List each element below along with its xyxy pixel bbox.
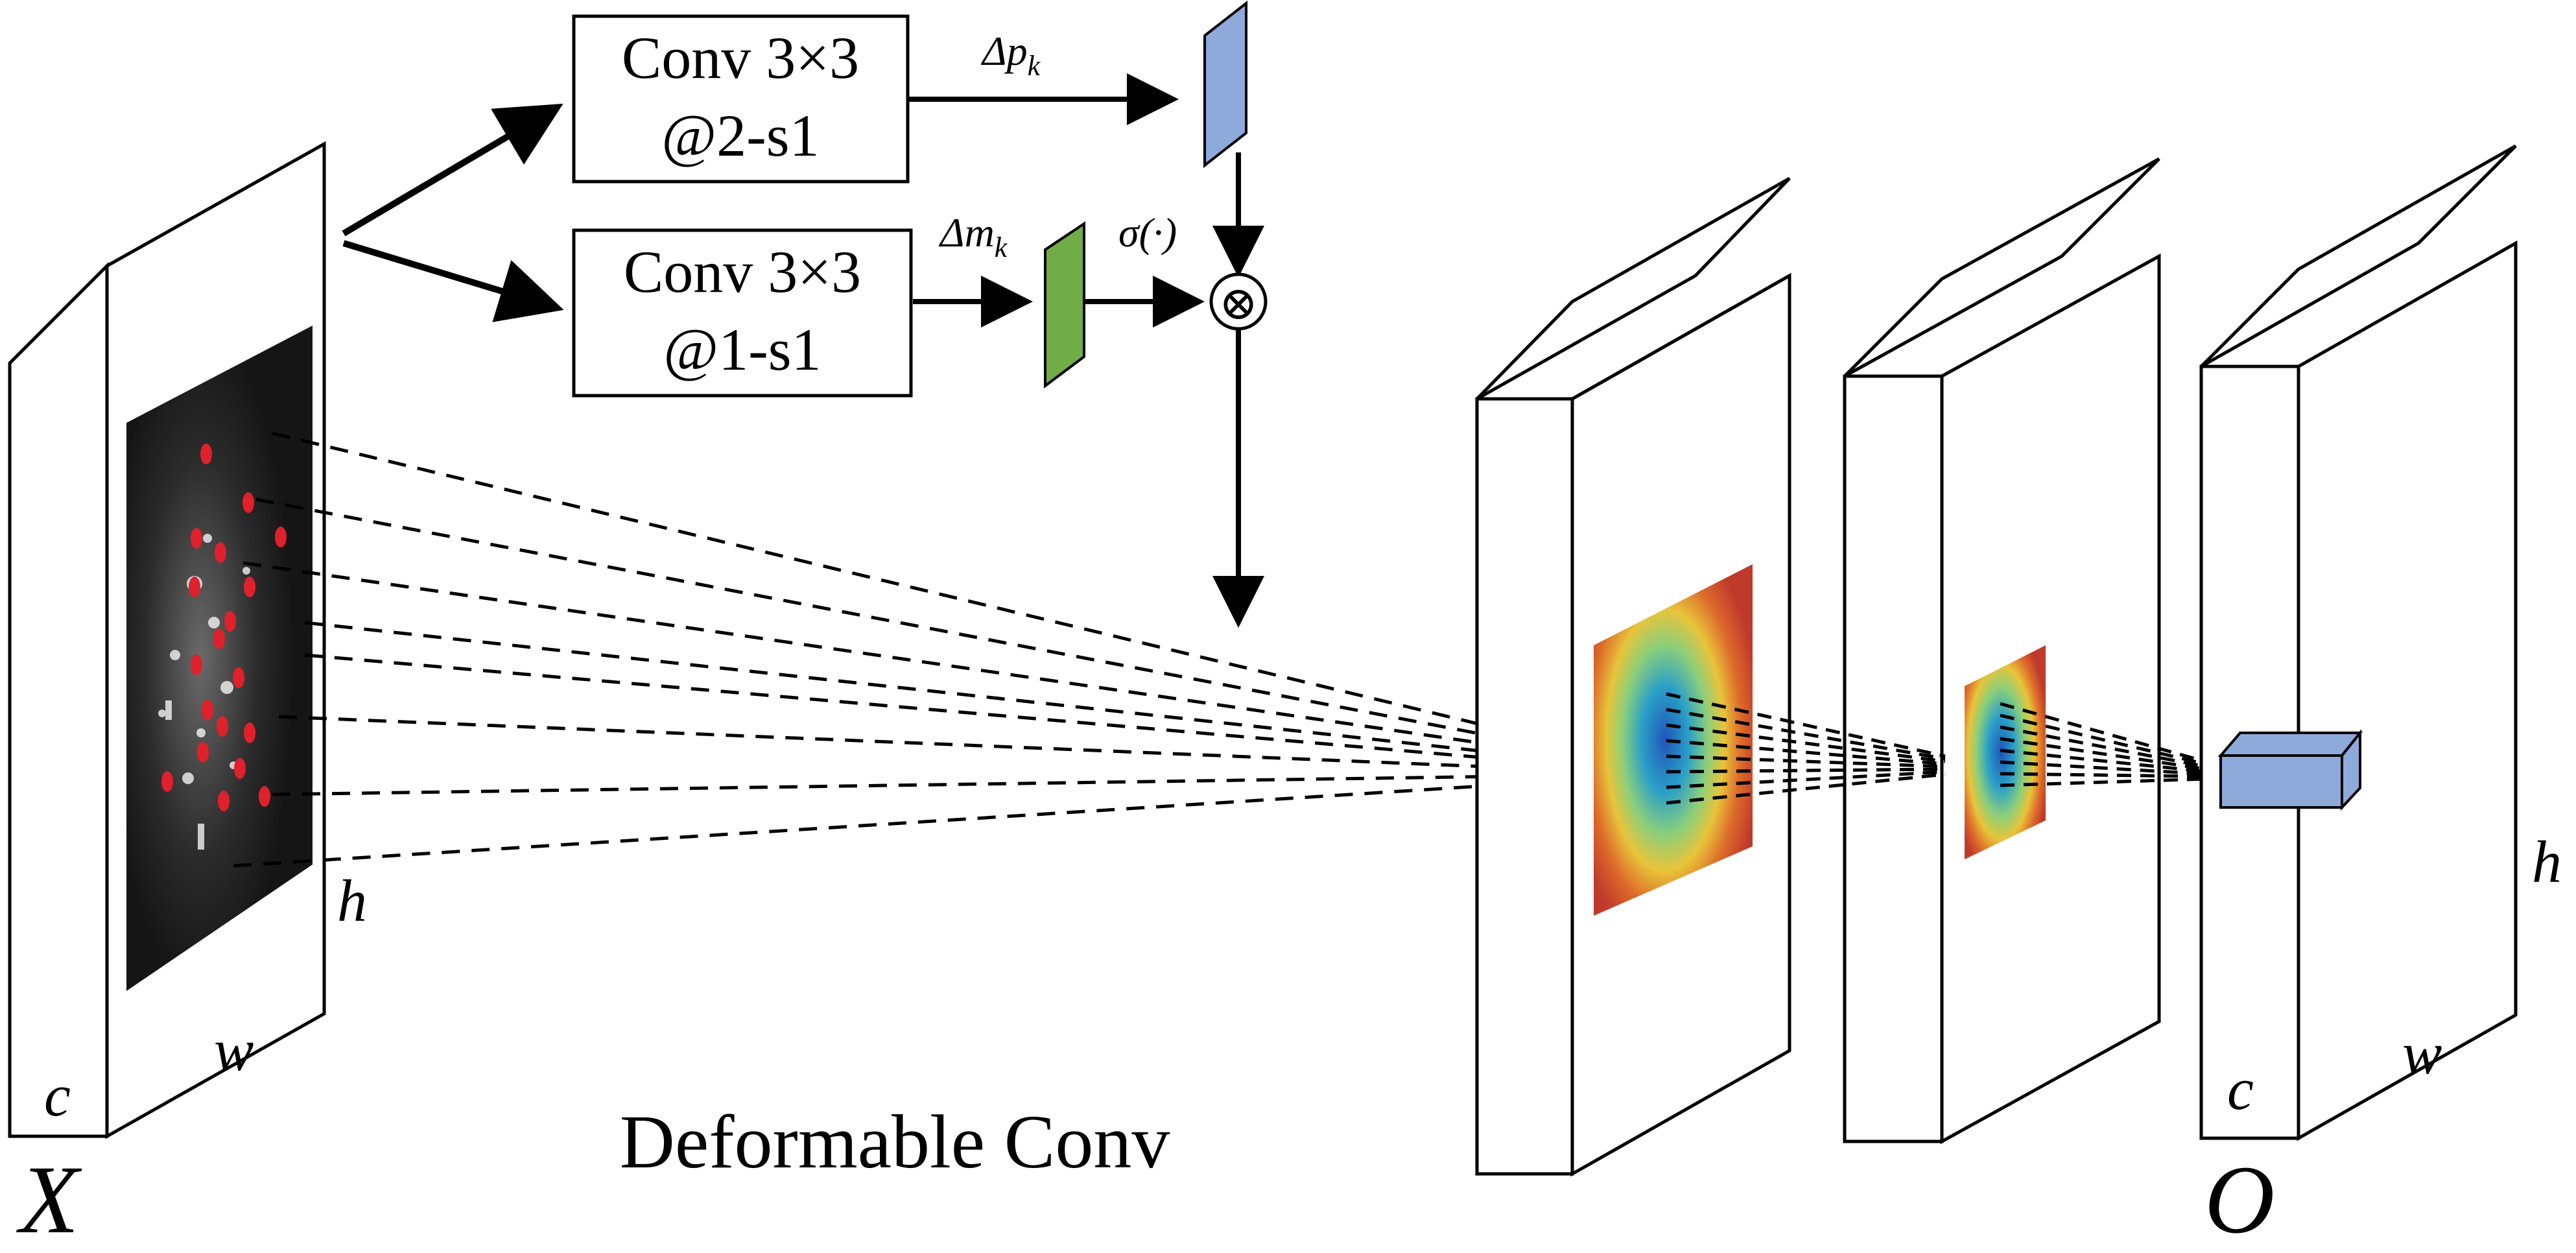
modulation-feature-map	[1044, 221, 1085, 388]
arrow-to-offset-conv	[342, 103, 563, 237]
offset-conv-box	[572, 14, 910, 184]
inner-sampling-ray	[1666, 723, 1946, 763]
sampling-point	[242, 492, 254, 513]
feature-map-1-top-face	[1476, 176, 1791, 401]
offset-feature-map	[1203, 0, 1247, 169]
modulation-conv-block: Conv 3×3 @1-s1	[572, 228, 913, 398]
sampling-point	[275, 527, 287, 547]
sampling-point	[191, 654, 202, 675]
multiply-node: ⊗	[1209, 272, 1268, 331]
output-height-label: h	[2532, 829, 2562, 895]
output-cube-front	[2219, 754, 2343, 809]
output-tensor-top-face	[2200, 144, 2517, 368]
output-sampling-ray	[2000, 713, 2218, 769]
sampling-point	[213, 628, 225, 649]
arrow-to-modulation-conv	[342, 240, 564, 322]
sampling-rays	[233, 431, 1594, 868]
inner-sampling-ray	[1666, 772, 1946, 805]
sampling-point	[215, 542, 226, 563]
sampling-point	[218, 791, 230, 811]
input-width-label: w	[214, 1017, 254, 1083]
sampling-point	[234, 758, 246, 779]
modulation-conv-line2: @1-s1	[663, 316, 821, 383]
inner-sampling-rays	[1666, 692, 2218, 805]
sampling-ray	[304, 653, 1594, 769]
output-sampling-ray	[2000, 760, 2218, 776]
input-tensor-front-face	[8, 261, 109, 1138]
sampling-point	[224, 611, 236, 632]
inner-sampling-ray	[1666, 692, 1946, 758]
sampling-point	[189, 577, 200, 597]
input-tensor-label: X	[16, 1146, 82, 1250]
sampling-point	[197, 742, 209, 763]
sampling-point	[244, 577, 255, 597]
offset-conv-line2: @2-s1	[661, 102, 819, 169]
branch-arrows	[342, 103, 564, 322]
output-sampling-ray	[2000, 777, 2218, 787]
inner-sampling-ray	[1666, 708, 1946, 761]
input-feature-image	[126, 326, 313, 991]
offset-conv-line1: Conv 3×3	[622, 25, 859, 91]
modulation-output-label: Δmk	[938, 209, 1008, 263]
sampling-point	[202, 700, 213, 721]
multiply-symbol: ⊗	[1219, 278, 1258, 329]
sampling-points	[161, 444, 287, 811]
sigmoid-label: σ(·)	[1118, 209, 1177, 256]
feature-map-2-front-face	[1843, 374, 1944, 1143]
input-height-label: h	[337, 868, 367, 934]
output-channel-label: c	[2227, 1056, 2254, 1122]
output-sampling-ray	[2000, 737, 2218, 772]
output-width-label: w	[2402, 1020, 2442, 1086]
output-sampling-ray	[2000, 725, 2218, 770]
feature-map-2	[1843, 157, 2161, 1145]
modulation-conv-line1: Conv 3×3	[624, 239, 861, 305]
feature-map-1-front-face	[1475, 397, 1574, 1176]
sampling-point	[161, 771, 173, 792]
sampling-point	[217, 716, 228, 737]
sampling-point	[200, 444, 212, 464]
feature-map-2-top-face	[1843, 157, 2160, 378]
sampling-ray	[304, 621, 1594, 765]
output-tensor	[2199, 144, 2518, 1141]
diagram-caption: Deformable Conv	[620, 1099, 1170, 1184]
input-channel-label: c	[44, 1062, 71, 1128]
sampling-ray	[255, 497, 1594, 758]
sampling-ray	[272, 773, 1594, 796]
output-cube-top	[2217, 732, 2363, 757]
sampling-point	[259, 786, 270, 807]
offset-conv-block: Conv 3×3 @2-s1	[572, 14, 910, 184]
output-sampling-ray	[2000, 748, 2218, 774]
output-tensor-label: O	[2204, 1146, 2275, 1250]
output-sampling-ray	[2000, 702, 2218, 767]
sampling-point	[244, 722, 255, 743]
sampling-ray	[242, 561, 1594, 761]
output-cube	[2217, 729, 2363, 811]
sampling-point	[191, 528, 202, 549]
offset-output-label: Δpk	[980, 28, 1041, 82]
sampling-ray	[233, 777, 1594, 868]
output-sampling-ray	[2000, 772, 2218, 778]
sampling-ray	[272, 431, 1594, 754]
sampling-ray	[278, 715, 1594, 773]
output-tensor-side-face	[2297, 240, 2518, 1141]
modulation-conv-box	[572, 228, 913, 398]
sampling-point	[233, 667, 244, 688]
